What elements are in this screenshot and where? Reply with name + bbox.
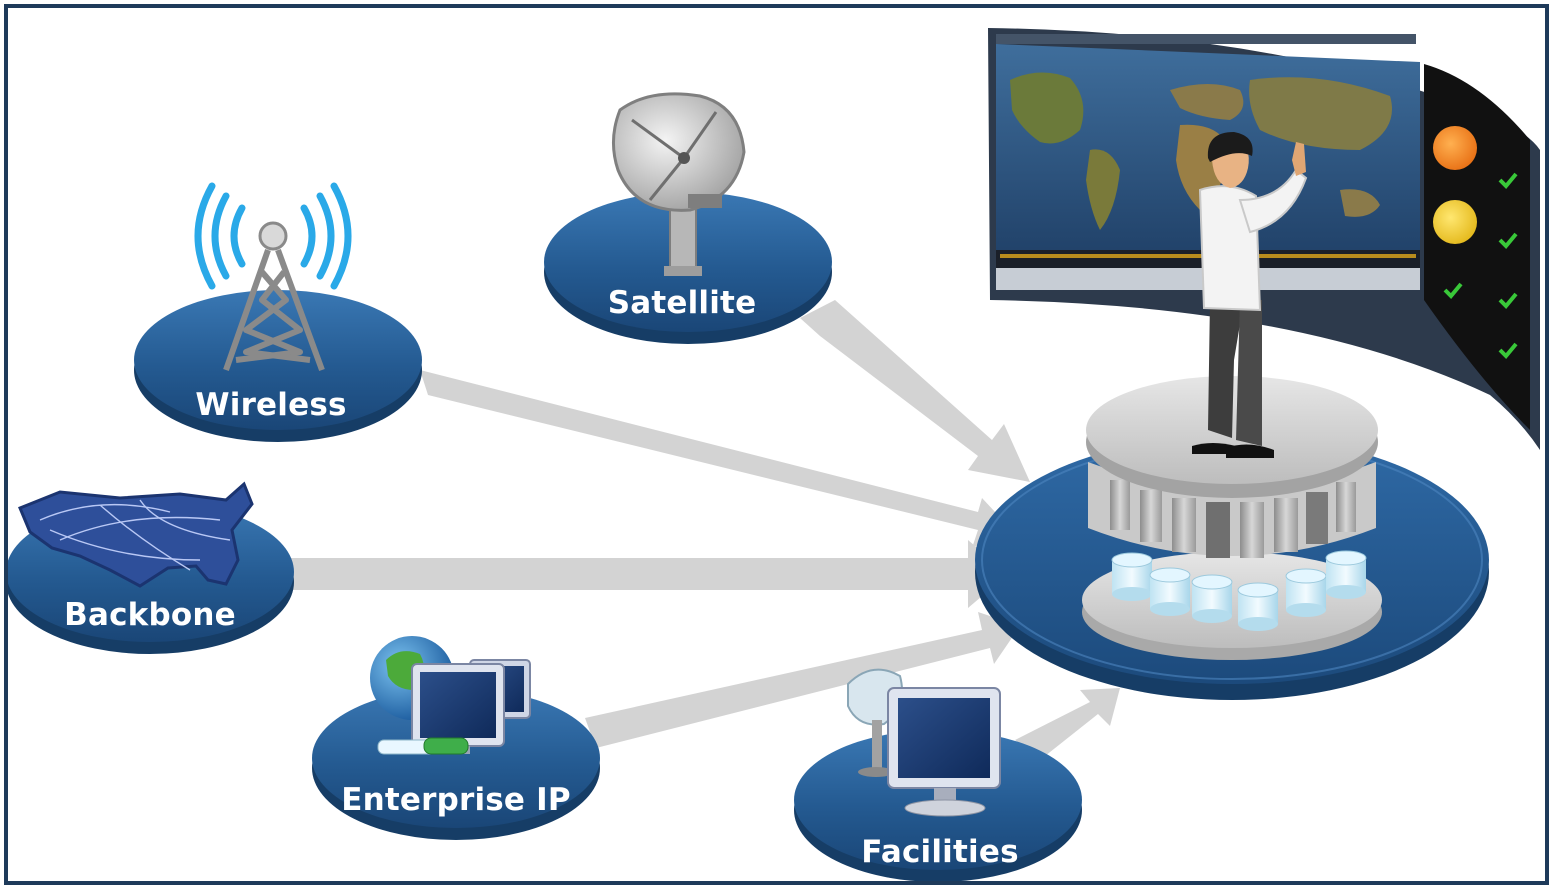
dish-and-monitor-icon xyxy=(847,668,1001,817)
us-map-network-icon xyxy=(18,481,254,588)
node-label-facilities: Facilities xyxy=(861,834,1018,870)
arrow-wireless-to-hub xyxy=(420,370,1010,548)
node-label-satellite: Satellite xyxy=(608,285,757,321)
arrow-satellite-to-hub xyxy=(800,300,1030,482)
node-facilities: Facilities xyxy=(794,668,1082,882)
node-enterprise-ip: Enterprise IP xyxy=(312,636,600,840)
node-satellite: Satellite xyxy=(544,92,832,344)
flow-arrows xyxy=(290,300,1120,760)
node-label-wireless: Wireless xyxy=(195,387,346,423)
arrow-backbone-to-hub xyxy=(290,540,1008,608)
node-label-enterprise-ip: Enterprise IP xyxy=(341,782,571,818)
storage-cylinders xyxy=(1111,550,1367,631)
status-orange-indicator xyxy=(1433,126,1477,170)
operator-person-icon xyxy=(1192,132,1308,458)
satellite-dish-icon xyxy=(612,92,746,276)
radio-tower-icon xyxy=(194,182,352,372)
server-racks xyxy=(1110,480,1356,558)
status-yellow-indicator xyxy=(1433,200,1477,244)
node-label-backbone: Backbone xyxy=(64,597,236,633)
node-wireless: Wireless xyxy=(134,182,422,442)
node-backbone: Backbone xyxy=(6,481,294,654)
networked-computers-icon xyxy=(370,636,531,755)
arrow-enterprise-to-hub xyxy=(585,612,1020,748)
arrow-facilities-to-hub xyxy=(1015,688,1120,760)
operations-center-hub xyxy=(975,376,1489,700)
